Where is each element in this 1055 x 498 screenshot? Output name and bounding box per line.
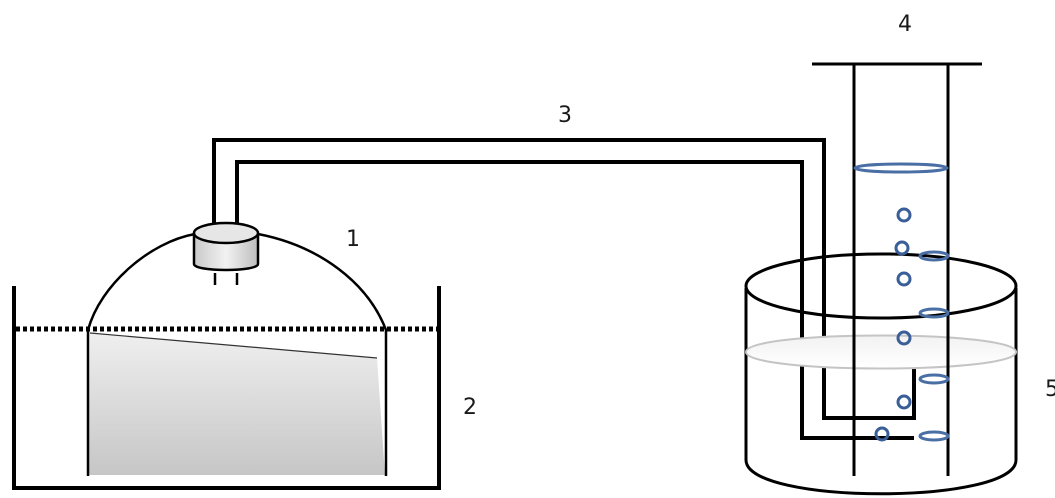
label-trough: 2: [463, 395, 477, 420]
bell-jar: [86, 232, 388, 476]
trough: [12, 286, 441, 490]
label-cylinder: 4: [898, 12, 912, 37]
label-bell-jar: 1: [346, 227, 360, 252]
beaker: [744, 252, 1018, 496]
bubble: [874, 426, 890, 442]
label-tube: 3: [558, 103, 572, 128]
bubble: [896, 271, 912, 287]
gas-bubbles: [874, 207, 912, 442]
bubble: [894, 240, 910, 256]
bubble: [896, 394, 912, 410]
measuring-cylinder: [812, 62, 982, 476]
cylinder-graduation-marks: [853, 162, 950, 442]
bubble: [896, 207, 912, 223]
bubble: [896, 330, 912, 346]
delivery-tube: [212, 138, 916, 440]
bell-jar-water: [88, 332, 385, 475]
stopper: [192, 221, 260, 285]
label-beaker: 5: [1045, 377, 1055, 402]
